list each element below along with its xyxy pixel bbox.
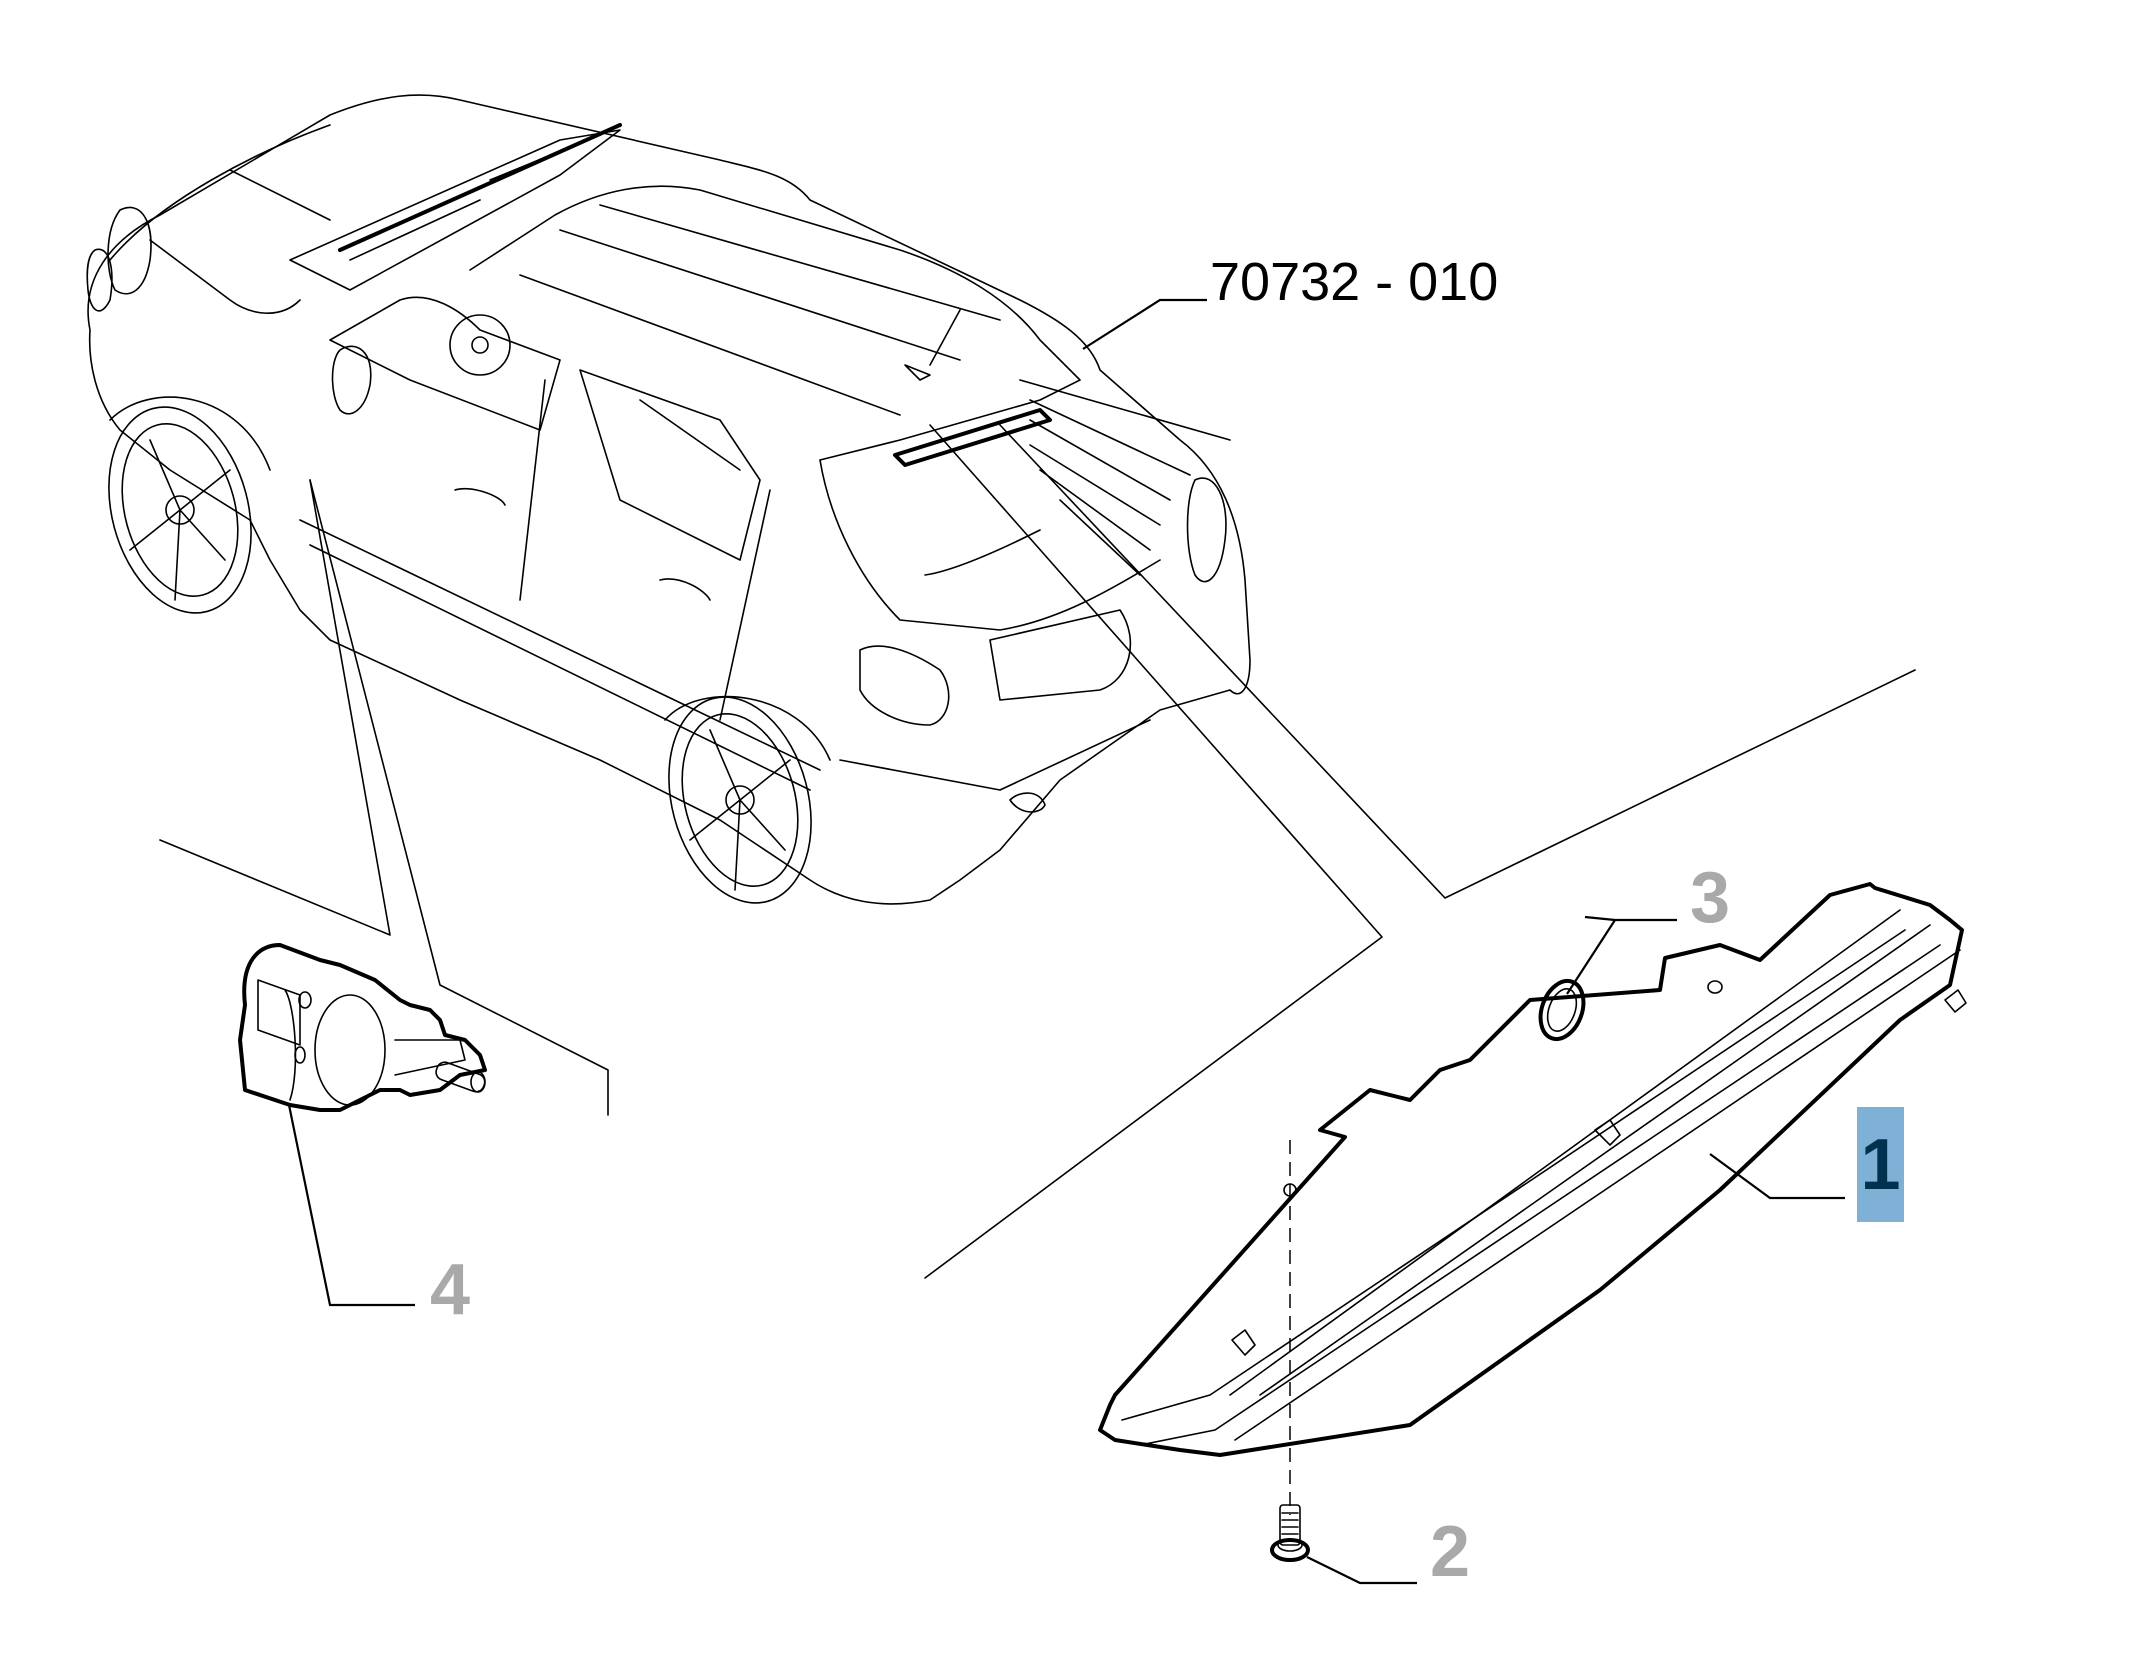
callout-2[interactable]: 2 (1420, 1512, 1481, 1592)
part-4-brake-light-switch[interactable] (238, 943, 487, 1112)
part-3-grommet[interactable] (1533, 975, 1591, 1045)
reference-code-label: 70732 - 010 (1210, 252, 1499, 312)
callout-1[interactable]: 1 (1857, 1107, 1904, 1222)
car-illustration (86, 94, 1251, 905)
callout-4[interactable]: 4 (420, 1250, 481, 1330)
part-2-screw[interactable] (1270, 1504, 1310, 1562)
leader-lines (159, 298, 1916, 1585)
part-1-third-brake-light[interactable] (1098, 882, 1967, 1457)
callout-3[interactable]: 3 (1680, 858, 1741, 938)
callout-1-number: 1 (1860, 1124, 1901, 1205)
